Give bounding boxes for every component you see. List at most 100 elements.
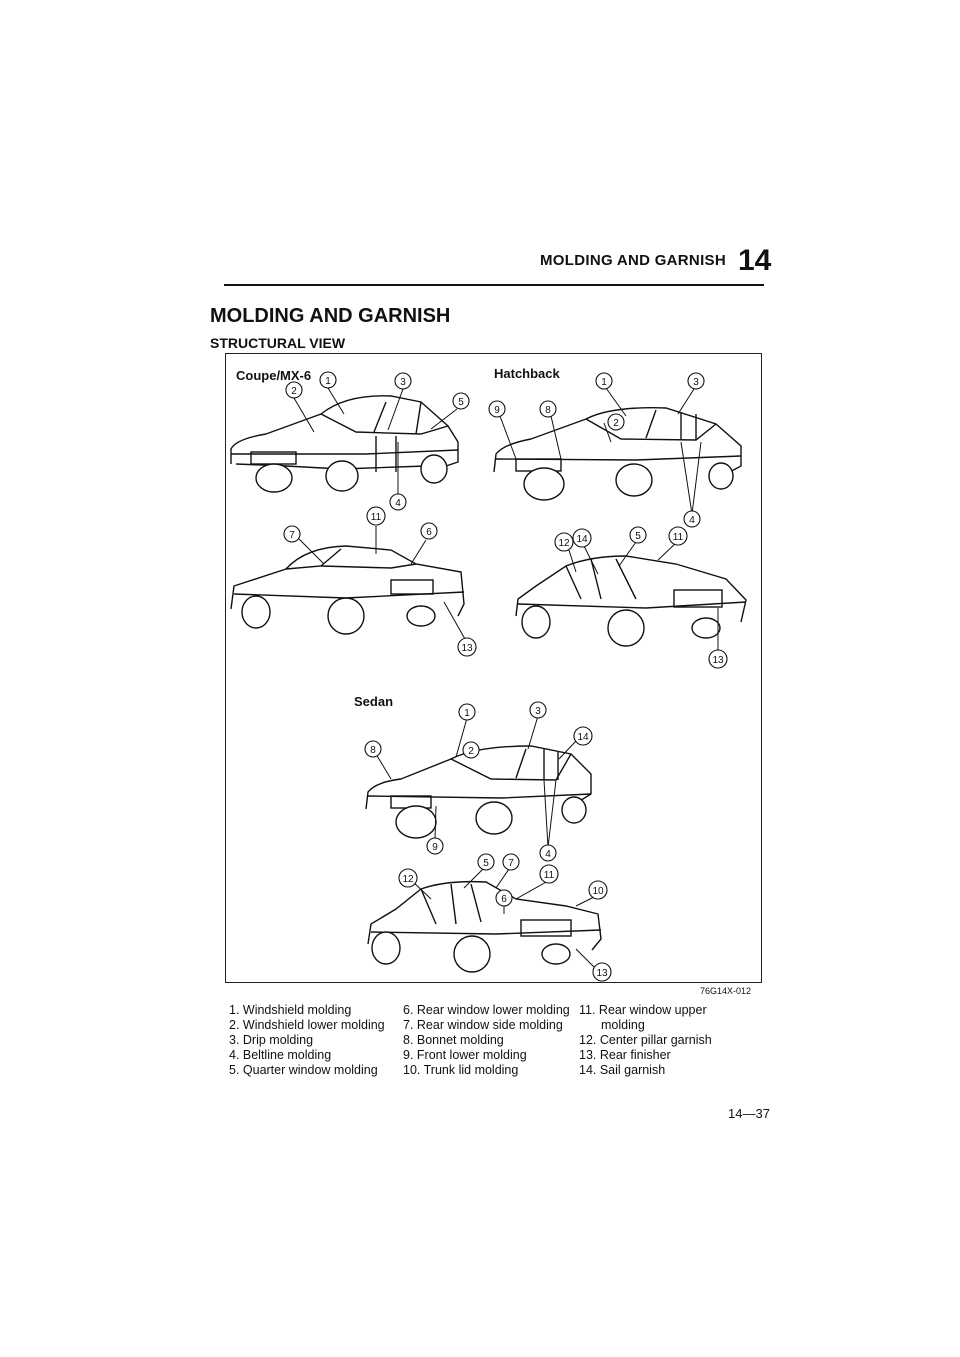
svg-text:1: 1 xyxy=(601,377,607,388)
svg-text:7: 7 xyxy=(289,530,295,541)
legend-item: 5. Quarter window molding xyxy=(229,1063,378,1077)
legend-item: 3. Drip molding xyxy=(229,1033,314,1047)
svg-text:12: 12 xyxy=(402,874,414,885)
legend-item: 8. Bonnet molding xyxy=(403,1033,504,1047)
page-number: 14—37 xyxy=(728,1106,770,1121)
svg-text:5: 5 xyxy=(458,397,464,408)
svg-text:9: 9 xyxy=(494,405,500,416)
callout-14-sedan: 14 xyxy=(573,726,593,746)
callout-4-hatch: 4 xyxy=(683,510,701,528)
svg-text:3: 3 xyxy=(400,377,406,388)
callout-1-sedan: 1 xyxy=(458,703,476,721)
callout-3-coupe: 3 xyxy=(394,372,412,390)
svg-text:12: 12 xyxy=(558,538,570,549)
callout-5-sedan: 5 xyxy=(477,853,495,871)
callout-8-sedan: 8 xyxy=(364,740,382,758)
legend-item: 1. Windshield molding xyxy=(229,1003,352,1017)
running-header-title: MOLDING AND GARNISH xyxy=(540,252,726,269)
svg-text:6: 6 xyxy=(501,894,507,905)
callout-13-sedan: 13 xyxy=(592,962,612,982)
callout-circles: 1 2 3 5 4 11 7 6 13 1 3 9 8 2 4 12 14 5 … xyxy=(283,371,728,982)
callout-13-hatch: 13 xyxy=(708,649,728,669)
sedan-label: Sedan xyxy=(354,694,394,709)
svg-text:3: 3 xyxy=(535,706,541,717)
callout-11-coupe: 11 xyxy=(366,506,386,526)
callout-6-sedan: 6 xyxy=(495,889,513,907)
figure-code: 76G14X-012 xyxy=(700,986,752,996)
legend-item: 11. Rear window upper xyxy=(579,1003,707,1017)
page-title: MOLDING AND GARNISH xyxy=(210,305,451,327)
callout-3-hatch: 3 xyxy=(687,372,705,390)
callout-13-coupe: 13 xyxy=(457,637,477,657)
callout-8-hatch: 8 xyxy=(539,400,557,418)
callout-4-coupe: 4 xyxy=(389,493,407,511)
coupe-label: Coupe/MX-6 xyxy=(236,368,312,383)
callout-9-sedan: 9 xyxy=(426,837,444,855)
svg-text:1: 1 xyxy=(464,708,470,719)
svg-text:11: 11 xyxy=(544,870,555,881)
hatchback-rear-illustration xyxy=(515,555,747,647)
callout-11-hatch: 11 xyxy=(668,526,688,546)
svg-text:6: 6 xyxy=(426,527,432,538)
callout-2-hatch: 2 xyxy=(607,413,625,431)
svg-text:2: 2 xyxy=(468,746,474,757)
callout-2-sedan: 2 xyxy=(462,741,480,759)
svg-text:13: 13 xyxy=(461,643,473,654)
svg-text:4: 4 xyxy=(545,849,551,860)
callout-5-hatch: 5 xyxy=(629,526,647,544)
callout-7-sedan: 7 xyxy=(502,853,520,871)
svg-text:4: 4 xyxy=(689,515,695,526)
svg-text:14: 14 xyxy=(577,732,589,743)
callout-12-hatch: 12 xyxy=(554,532,574,552)
structural-view-figure: 1 2 3 5 4 11 7 6 13 1 3 9 8 2 4 12 14 5 … xyxy=(225,353,762,983)
section-title: STRUCTURAL VIEW xyxy=(210,335,346,351)
header-rule xyxy=(224,284,764,286)
callout-1-coupe: 1 xyxy=(319,371,337,389)
callout-12-sedan: 12 xyxy=(398,868,418,888)
sedan-rear-illustration xyxy=(367,880,602,973)
legend-item: 14. Sail garnish xyxy=(579,1063,666,1077)
sedan-front-illustration xyxy=(365,745,592,839)
callout-5-coupe: 5 xyxy=(452,392,470,410)
callout-2-coupe: 2 xyxy=(285,381,303,399)
legend-item: 10. Trunk lid molding xyxy=(403,1063,519,1077)
svg-text:8: 8 xyxy=(545,405,551,416)
svg-text:7: 7 xyxy=(508,858,514,869)
svg-text:2: 2 xyxy=(613,418,619,429)
legend-item: 4. Beltline molding xyxy=(229,1048,332,1062)
callout-1-hatch: 1 xyxy=(595,372,613,390)
legend-item: 13. Rear finisher xyxy=(579,1048,671,1062)
svg-text:5: 5 xyxy=(483,858,489,869)
svg-text:10: 10 xyxy=(592,886,604,897)
svg-text:1: 1 xyxy=(325,376,331,387)
callout-7-coupe: 7 xyxy=(283,525,301,543)
callout-6-coupe: 6 xyxy=(420,522,438,540)
leader-lines xyxy=(293,387,719,970)
svg-text:13: 13 xyxy=(596,968,608,979)
callout-3-sedan: 3 xyxy=(529,701,547,719)
svg-text:8: 8 xyxy=(370,745,376,756)
chapter-number: 14 xyxy=(738,244,772,277)
callout-9-hatch: 9 xyxy=(488,400,506,418)
callout-14-hatch: 14 xyxy=(572,528,592,548)
legend-item: 6. Rear window lower molding xyxy=(403,1003,570,1017)
legend-item-continuation: molding xyxy=(601,1018,645,1032)
svg-text:2: 2 xyxy=(291,386,297,397)
svg-text:11: 11 xyxy=(673,532,684,543)
svg-text:9: 9 xyxy=(432,842,438,853)
legend-item: 12. Center pillar garnish xyxy=(579,1033,712,1047)
car-illustrations: 1 2 3 5 4 11 7 6 13 1 3 9 8 2 4 12 14 5 … xyxy=(230,371,747,982)
callout-10-sedan: 10 xyxy=(588,880,608,900)
callout-4-sedan: 4 xyxy=(539,844,557,862)
svg-text:11: 11 xyxy=(371,512,382,523)
hatchback-label: Hatchback xyxy=(494,366,560,381)
svg-text:4: 4 xyxy=(395,498,401,509)
legend-column-2: 6. Rear window lower molding 7. Rear win… xyxy=(403,1003,570,1078)
hatchback-front-illustration xyxy=(493,407,742,501)
legend-column-1: 1. Windshield molding 2. Windshield lowe… xyxy=(229,1003,385,1078)
coupe-rear-illustration xyxy=(230,545,465,635)
legend-column-3: 11. Rear window upper molding 12. Center… xyxy=(579,1003,712,1078)
legend-item: 7. Rear window side molding xyxy=(403,1018,563,1032)
legend-item: 9. Front lower molding xyxy=(403,1048,527,1062)
svg-text:13: 13 xyxy=(712,655,724,666)
